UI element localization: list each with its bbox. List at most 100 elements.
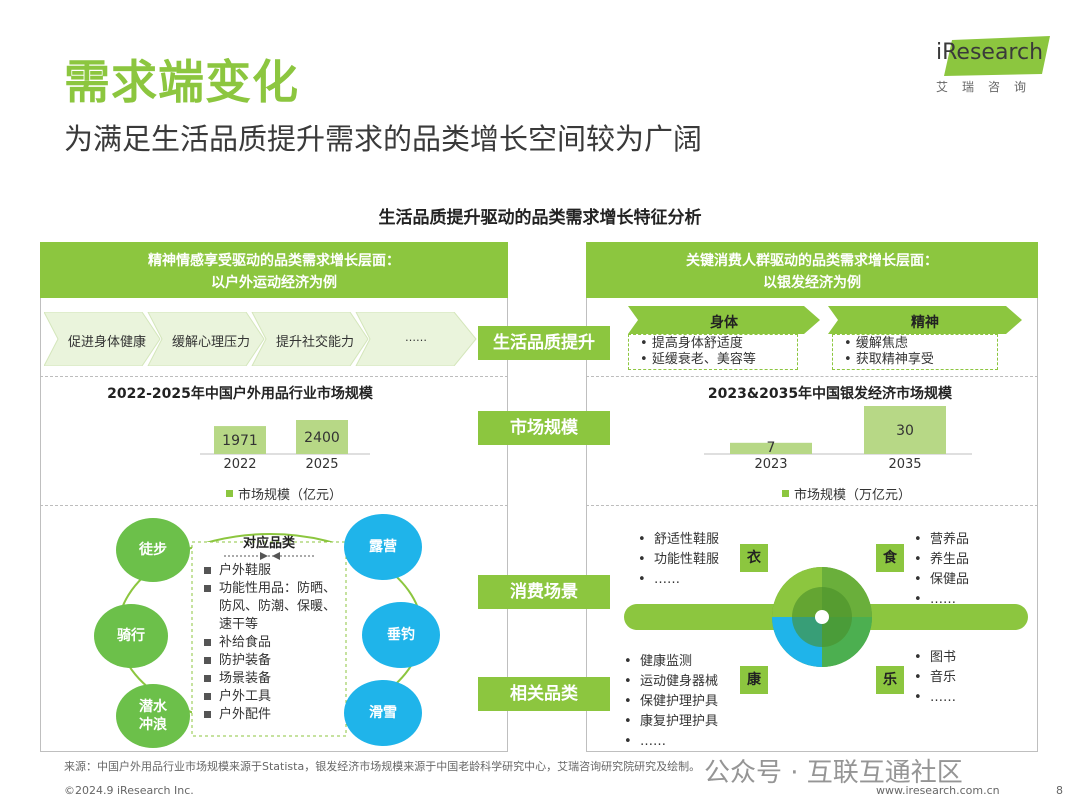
chart2-value-2035: 30	[896, 423, 914, 439]
chevron-label-4: ……	[405, 331, 427, 344]
category-item-4: 速干等	[219, 617, 259, 632]
chevron-shape-2	[147, 312, 265, 366]
mid-label-category: 相关品类	[478, 677, 610, 711]
activity-fishing: 垂钓	[362, 602, 440, 668]
body-items-box	[628, 334, 798, 370]
quadrant-center-dot	[815, 610, 829, 624]
categories-heading: 对应品类	[242, 536, 295, 551]
category-list: 户外鞋服 功能性用品：防晒、 防风、防潮、保暖、 速干等 补给食品 防护装备 场…	[204, 562, 336, 724]
list-health-item-2: • 运动健身器械	[624, 674, 718, 689]
list-clothing-item-2: • 功能性鞋服	[638, 552, 719, 567]
category-item-8: 户外工具	[204, 688, 336, 706]
chart1-tick-2025: 2025	[305, 457, 338, 470]
activity-cycling: 骑行	[94, 604, 168, 668]
chart2-bar-2035	[864, 406, 946, 454]
icon-health: 康	[740, 666, 768, 694]
right-divider-1	[586, 376, 1038, 377]
chart1-legend-label: 市场规模（亿元）	[238, 488, 343, 503]
list-leisure-item-3: • ……	[914, 690, 956, 705]
chart2-legend-swatch	[782, 490, 789, 497]
spirit-items-box	[832, 334, 998, 370]
right-chevron-row	[628, 306, 1022, 334]
chevron-body-label: 身体	[710, 315, 738, 331]
analysis-heading: 生活品质提升驱动的品类需求增长特征分析	[378, 208, 702, 228]
footer-source: 来源：中国户外用品行业市场规模来源于Statista，银发经济市场规模来源于中国…	[64, 760, 701, 773]
footer-url: www.iresearch.com.cn	[876, 784, 1000, 797]
chart1-bar-2022	[214, 426, 266, 454]
body-item-1: • 提高身体舒适度	[640, 336, 743, 351]
list-food: • 营养品 • 养生品 • 保健品 • ……	[914, 530, 969, 610]
category-item-5: 补给食品	[204, 634, 336, 652]
left-head-line2: 以户外运动经济为例	[211, 275, 337, 291]
left-chevron-row	[44, 312, 477, 366]
chevron-shape-4	[355, 312, 477, 366]
chevron-shape-1	[44, 312, 161, 366]
activity-camping: 露营	[344, 514, 422, 580]
list-clothing-item-1: • 舒适性鞋服	[638, 532, 719, 547]
spirit-item-2: • 获取精神享受	[844, 352, 934, 367]
chart2-legend-label: 市场规模（万亿元）	[794, 488, 912, 503]
logo-badge	[944, 36, 1050, 76]
list-clothing-item-3: • ……	[638, 572, 680, 587]
activity-diving-surfing: 潜水 冲浪	[116, 684, 190, 748]
list-leisure: • 图书 • 音乐 • ……	[914, 648, 956, 708]
right-panel-header: 关键消费人群驱动的品类需求增长层面： 以银发经济为例	[586, 242, 1038, 298]
chart1-title: 2022-2025年中国户外用品行业市场规模	[107, 386, 373, 402]
page-subtitle: 为满足生活品质提升需求的品类增长空间较为广阔	[64, 122, 703, 156]
chart1-bar-2025	[296, 420, 348, 454]
chevron-spirit-shape	[828, 306, 1022, 334]
chart1-value-2025: 2400	[304, 430, 340, 446]
chart2-title: 2023&2035年中国银发经济市场规模	[707, 386, 953, 402]
list-leisure-item-1: • 图书	[914, 650, 956, 665]
icon-leisure: 乐	[876, 666, 904, 694]
chevron-label-2: 缓解心理压力	[172, 335, 251, 350]
list-food-item-4: • ……	[914, 592, 956, 607]
chart1-svg: 1971 2022 2400 2025	[200, 420, 370, 470]
logo-cn-text: 艾瑞咨询	[936, 80, 1041, 94]
list-food-item-1: • 营养品	[914, 532, 969, 547]
ring-pointer-right	[272, 552, 280, 560]
body-item-2: • 延缓衰老、美容等	[640, 352, 756, 367]
category-item-3: 防风、防潮、保暖、	[219, 599, 337, 614]
silver-quadrant-diagram	[624, 567, 1028, 667]
mid-label-scene: 消费场景	[478, 575, 610, 609]
chevron-spirit-label: 精神	[911, 315, 939, 331]
activity-skiing: 滑雪	[344, 680, 422, 746]
watermark-text: 公众号 · 互联互通社区	[704, 758, 963, 788]
list-health: • 健康监测 • 运动健身器械 • 保健护理护具 • 康复护理护具 • ……	[624, 652, 718, 752]
icon-clothing: 衣	[740, 544, 768, 572]
left-divider-2	[40, 505, 508, 506]
chevron-shape-3	[251, 312, 369, 366]
page-title: 需求端变化	[64, 55, 299, 109]
chart1-tick-2022: 2022	[223, 457, 256, 470]
list-clothing: • 舒适性鞋服 • 功能性鞋服 • ……	[638, 530, 719, 590]
left-panel-header: 精神情感享受驱动的品类需求增长层面： 以户外运动经济为例	[40, 242, 508, 298]
category-item-1: 户外鞋服	[204, 562, 336, 580]
list-food-item-3: • 保健品	[914, 572, 969, 587]
list-health-item-3: • 保健护理护具	[624, 694, 718, 709]
list-health-item-4: • 康复护理护具	[624, 714, 718, 729]
mid-label-quality: 生活品质提升	[478, 326, 610, 360]
activity-hiking: 徒步	[116, 518, 190, 582]
chart2-tick-2035: 2035	[888, 457, 921, 470]
left-divider-1	[40, 376, 508, 377]
right-head-line2: 以银发经济为例	[763, 275, 861, 291]
chart2-bar-2023	[730, 442, 812, 454]
chart1-value-2022: 1971	[222, 433, 258, 449]
footer-copyright: ©2024.9 iResearch Inc.	[64, 784, 194, 797]
left-head-line1: 精神情感享受驱动的品类需求增长层面：	[148, 253, 400, 269]
page-number: 8	[1056, 784, 1063, 797]
spirit-item-1: • 缓解焦虑	[844, 336, 908, 351]
right-divider-2	[586, 505, 1038, 506]
right-head-line1: 关键消费人群驱动的品类需求增长层面：	[686, 253, 938, 269]
chart2-value-2023: 7	[767, 440, 776, 456]
chevron-body-shape	[628, 306, 820, 334]
ring-pointer-left	[260, 552, 268, 560]
list-leisure-item-2: • 音乐	[914, 670, 956, 685]
chart1-legend-swatch	[226, 490, 233, 497]
list-health-item-5: • ……	[624, 734, 666, 749]
category-item-9: 户外配件	[204, 706, 336, 724]
list-health-item-1: • 健康监测	[624, 654, 692, 669]
mid-label-market: 市场规模	[478, 411, 610, 445]
